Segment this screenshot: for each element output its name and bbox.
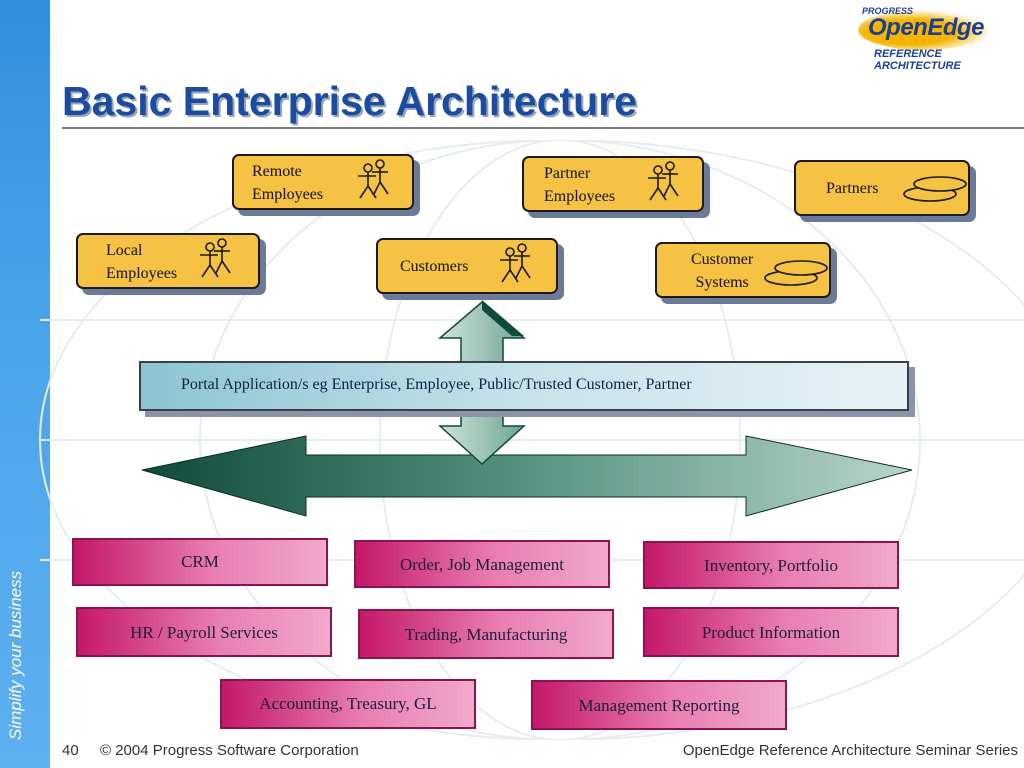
footer-copyright: © 2004 Progress Software Corporation — [100, 742, 359, 759]
system-label: Management Reporting — [578, 696, 740, 715]
system-label: Product Information — [701, 623, 841, 642]
system-management-reporting: Management Reporting — [531, 680, 787, 730]
system-product-information: Product Information — [643, 607, 899, 657]
systems-icon — [764, 260, 828, 286]
actor-label: Partners — [826, 180, 879, 197]
system-crm: CRM — [72, 538, 328, 586]
actor-label-line2: Employees — [252, 186, 324, 203]
system-label: HR / Payroll Services — [130, 623, 278, 642]
bus-arrow — [141, 435, 913, 517]
logo-subtitle: REFERENCE ARCHITECTURE — [874, 48, 961, 72]
portal-label: Portal Application/s eg Enterprise, Empl… — [181, 376, 692, 393]
title-divider — [62, 127, 1024, 129]
actor-local-employees: Local Employees — [76, 233, 260, 289]
actor-label-line2: Systems — [695, 274, 749, 291]
actor-remote-employees: Remote Employees — [232, 154, 414, 210]
openedge-logo: PROGRESS OpenEdge REFERENCE ARCHITECTURE — [858, 4, 1018, 72]
actor-label-line2: Employees — [106, 265, 178, 282]
actor-label-line1: Local — [106, 242, 143, 259]
actor-label-line1: Partner — [544, 165, 591, 182]
page-title: Basic Enterprise Architecture — [62, 78, 637, 124]
system-hr-payroll: HR / Payroll Services — [76, 607, 332, 657]
people-icon — [200, 238, 231, 278]
actor-label: Customer Systems — [691, 248, 753, 294]
people-icon — [358, 159, 389, 199]
actor-partners: Partners — [794, 160, 970, 216]
footer-series: OpenEdge Reference Architecture Seminar … — [682, 742, 1018, 759]
actor-label: Customers — [400, 258, 469, 275]
system-order-job-management: Order, Job Management — [354, 540, 610, 588]
system-label: Accounting, Treasury, GL — [259, 694, 437, 713]
actor-label-line1: Remote — [252, 163, 302, 180]
actor-customer-systems: Customer Systems — [655, 242, 831, 298]
system-label: Trading, Manufacturing — [404, 625, 568, 644]
portal-application-bar: Portal Application/s eg Enterprise, Empl… — [139, 361, 909, 411]
logo-swoosh — [858, 10, 990, 50]
actor-label: Partner Employees — [544, 162, 615, 208]
slide-number: 40 — [62, 742, 79, 759]
logo-product: OpenEdge — [868, 14, 985, 41]
system-inventory-portfolio: Inventory, Portfolio — [643, 541, 899, 589]
actor-label: Local Employees — [106, 239, 177, 285]
system-label: CRM — [181, 552, 219, 571]
logo-brand: PROGRESS — [862, 6, 914, 16]
system-accounting-treasury-gl: Accounting, Treasury, GL — [220, 679, 476, 729]
systems-icon — [903, 176, 967, 202]
actor-label-line2: Employees — [544, 188, 616, 205]
system-label: Inventory, Portfolio — [704, 556, 838, 575]
system-label: Order, Job Management — [399, 555, 565, 574]
actor-label: Remote Employees — [252, 160, 323, 206]
actor-label-line1: Customer — [691, 251, 754, 268]
people-icon — [500, 243, 531, 283]
actor-partner-employees: Partner Employees — [522, 156, 704, 212]
people-icon — [648, 161, 679, 201]
actor-customers: Customers — [376, 238, 558, 294]
system-trading-manufacturing: Trading, Manufacturing — [358, 609, 614, 659]
